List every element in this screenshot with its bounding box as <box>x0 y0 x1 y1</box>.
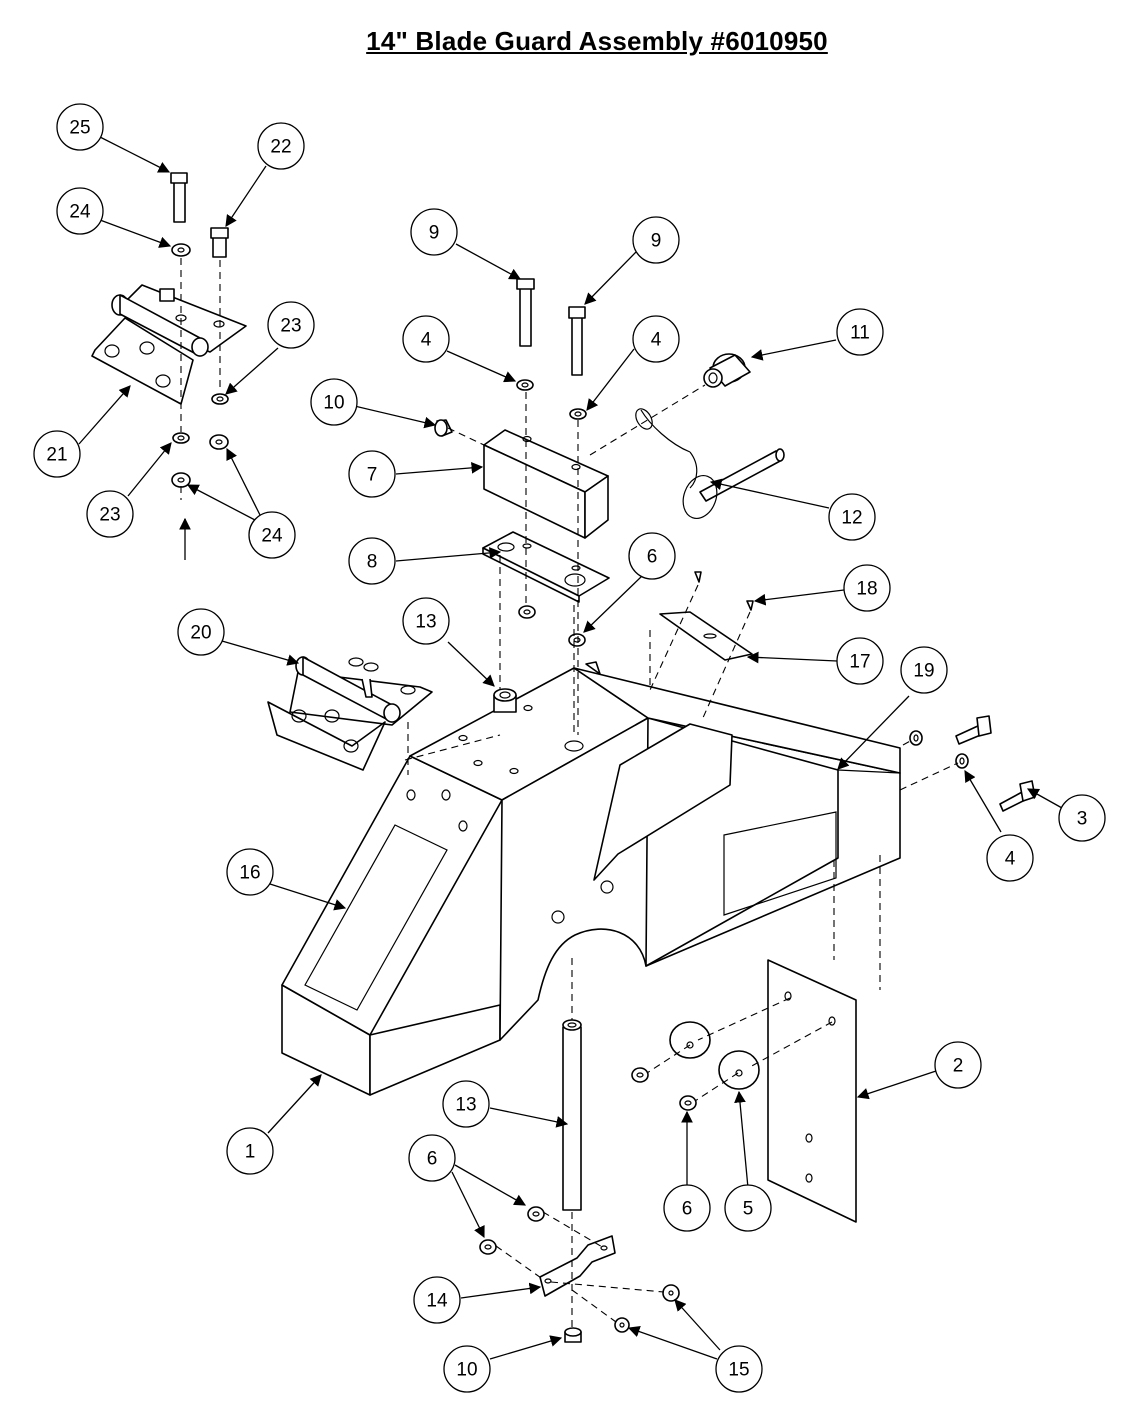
callout-label: 11 <box>850 323 870 344</box>
callout-label: 3 <box>1077 809 1088 830</box>
callout-9: 9 <box>410 208 458 256</box>
callout-label: 13 <box>455 1095 476 1116</box>
hinge-assembled <box>267 656 433 771</box>
callout-13: 13 <box>402 597 450 645</box>
callout-label: 21 <box>46 445 67 466</box>
callout-label: 22 <box>270 137 291 158</box>
callout-label: 5 <box>743 1199 754 1220</box>
block-bolts <box>434 278 587 647</box>
callout-label: 10 <box>323 393 344 414</box>
callout-4: 4 <box>632 315 680 363</box>
callout-24: 24 <box>56 187 104 235</box>
callout-4: 4 <box>986 834 1034 882</box>
callout-label: 15 <box>728 1360 749 1381</box>
assembly-lines <box>180 258 959 1328</box>
callout-label: 17 <box>849 652 870 673</box>
mount-plate <box>631 959 857 1223</box>
callout-label: 24 <box>261 526 283 547</box>
callout-2: 2 <box>934 1041 982 1089</box>
callout-label: 8 <box>367 552 378 573</box>
callout-label: 23 <box>99 505 120 526</box>
callout-8: 8 <box>348 537 396 585</box>
callout-18: 18 <box>843 564 891 612</box>
side-bolts <box>909 715 1036 812</box>
callout-label: 16 <box>239 863 260 884</box>
callout-label: 18 <box>856 579 877 600</box>
callout-10: 10 <box>310 378 358 426</box>
leader-arrows <box>78 136 1063 1360</box>
callout-7: 7 <box>348 450 396 498</box>
callout-label: 13 <box>415 612 436 633</box>
callout-5: 5 <box>724 1184 772 1232</box>
callout-label: 14 <box>426 1291 448 1312</box>
hinge-exploded <box>91 284 247 405</box>
callout-3: 3 <box>1058 794 1106 842</box>
callout-label: 6 <box>427 1149 438 1170</box>
rod-bracket <box>479 1206 680 1343</box>
callout-label: 9 <box>429 223 440 244</box>
pivot-rod <box>562 1019 582 1211</box>
callout-label: 10 <box>456 1360 477 1381</box>
callout-6: 6 <box>663 1184 711 1232</box>
callout-label: 4 <box>651 330 662 351</box>
callout-label: 1 <box>245 1142 256 1163</box>
callout-19: 19 <box>900 646 948 694</box>
callout-1: 1 <box>226 1127 274 1175</box>
callout-23: 23 <box>267 301 315 349</box>
callout-20: 20 <box>177 608 225 656</box>
callout-label: 19 <box>913 661 934 682</box>
callout-15: 15 <box>715 1345 763 1393</box>
knob-and-pin <box>635 353 785 519</box>
callout-21: 21 <box>33 430 81 478</box>
hinge-fasteners <box>170 172 229 488</box>
callout-24: 24 <box>248 511 296 559</box>
callout-label: 4 <box>1005 849 1016 870</box>
callout-label: 24 <box>69 202 91 223</box>
callout-14: 14 <box>413 1276 461 1324</box>
callout-12: 12 <box>828 493 876 541</box>
callout-label: 25 <box>69 118 90 139</box>
callout-10: 10 <box>443 1345 491 1393</box>
name-plate <box>585 571 754 675</box>
callout-label: 4 <box>421 330 432 351</box>
callout-label: 20 <box>190 623 211 644</box>
callout-label: 12 <box>841 508 862 529</box>
callout-6: 6 <box>408 1134 456 1182</box>
callout-label: 9 <box>651 231 662 252</box>
callout-label: 6 <box>647 547 658 568</box>
callout-9: 9 <box>632 216 680 264</box>
callout-label: 6 <box>682 1199 693 1220</box>
callout-17: 17 <box>836 637 884 685</box>
clamp-block <box>483 429 609 539</box>
diagram-title: 14" Blade Guard Assembly #6010950 <box>366 26 828 56</box>
blade-guard-body <box>281 667 901 1096</box>
callout-11: 11 <box>836 308 884 356</box>
callout-label: 2 <box>953 1056 964 1077</box>
callout-4: 4 <box>402 315 450 363</box>
callout-label: 23 <box>280 316 301 337</box>
callout-25: 25 <box>56 103 104 151</box>
callout-22: 22 <box>257 122 305 170</box>
callout-23: 23 <box>86 490 134 538</box>
callout-16: 16 <box>226 848 274 896</box>
callout-13: 13 <box>442 1080 490 1128</box>
callout-6: 6 <box>628 532 676 580</box>
callout-label: 7 <box>367 465 378 486</box>
shim-plate <box>482 531 610 603</box>
